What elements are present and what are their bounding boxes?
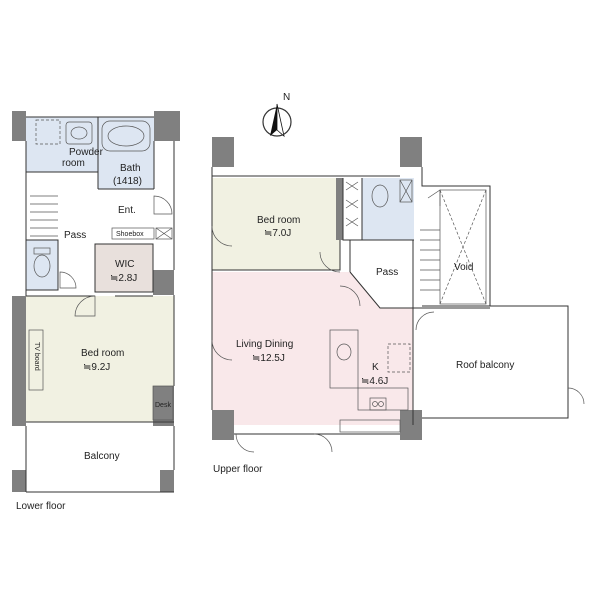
powder-room-area: [26, 117, 98, 172]
wall-upper-bl: [212, 410, 234, 440]
upper-floor-caption: Upper floor: [213, 464, 263, 475]
wall-corner-tl: [12, 111, 26, 141]
wall-left-lower: [12, 296, 26, 426]
stove-icon: [369, 397, 387, 411]
lower-stair-icon: [30, 195, 58, 237]
lower-floor-caption: Lower floor: [16, 501, 66, 512]
upper-bath-area: [362, 178, 414, 240]
bathtub-icon: [101, 120, 151, 152]
desk-label: Desk: [155, 402, 171, 409]
tv-board-icon: [28, 329, 44, 391]
kitchen-island-icon: [329, 329, 359, 389]
wall-right-lower: [153, 386, 174, 426]
wall-corner-br: [160, 470, 174, 492]
upper-toilet-icon: [371, 184, 389, 208]
balcony-label: Balcony: [84, 451, 120, 462]
bath-area: [98, 117, 154, 189]
desk-icon: [152, 385, 174, 421]
compass-north-label: N: [283, 92, 290, 103]
tv-board-label: TV board: [33, 342, 40, 371]
fridge-icon: [387, 343, 411, 373]
bedroom-lower-size-label: ≒9.2J: [83, 362, 110, 373]
wall-upper-tr: [400, 137, 422, 167]
wic-size-label: ≒2.8J: [110, 273, 137, 284]
sink-icon: [336, 343, 352, 361]
upper-floor: Bed room ≒7.0J Pass Void Living Dining ≒…: [211, 137, 585, 475]
bedroom-lower-label: Bed room: [81, 348, 124, 359]
powder-room-label: Powder: [69, 147, 104, 158]
shoebox-label: Shoebox: [116, 231, 144, 238]
bedroom-upper-label: Bed room: [257, 215, 300, 226]
entrance-label: Ent.: [118, 205, 136, 216]
wall-corner-bl: [12, 470, 26, 492]
bedroom-upper-size-label: ≒7.0J: [264, 228, 291, 239]
wic-area: [95, 244, 153, 292]
toilet-icon: [33, 254, 51, 278]
shower-icon: [35, 119, 61, 145]
living-dining-size-label: ≒12.5J: [252, 353, 285, 364]
wall-corner-tr: [154, 111, 180, 141]
toilet-area: [26, 240, 58, 290]
roof-balcony-label: Roof balcony: [456, 360, 514, 371]
powder-room-label-2: room: [62, 158, 85, 169]
void-label: Void: [454, 262, 473, 273]
pass-lower-label: Pass: [64, 230, 86, 241]
living-dining-label: Living Dining: [236, 339, 293, 350]
closet-hatch-icon: [345, 181, 359, 227]
upper-stair-icon: [420, 229, 440, 291]
door-swing-icon: [153, 195, 173, 215]
living-dining-area: [212, 272, 413, 425]
washbasin-icon: [65, 121, 93, 145]
wall-upper-br: [400, 410, 422, 440]
wall-column-mid: [153, 270, 174, 295]
void-cross-icon: [439, 189, 487, 305]
bedroom-lower-area: [26, 296, 174, 422]
kitchen-label: K: [372, 362, 379, 373]
compass: N: [262, 92, 292, 138]
void-area: [439, 189, 487, 305]
wall-upper-tl: [212, 137, 234, 167]
bath-size-label: (1418): [113, 176, 142, 187]
bath-label: Bath: [120, 163, 141, 174]
wic-label: WIC: [115, 259, 134, 270]
pass-upper-label: Pass: [376, 267, 398, 278]
bedroom-upper-area: [212, 178, 340, 270]
lower-floor: Powder room Bath (1418) Ent. Shoebox Pas…: [12, 111, 180, 512]
shoebox-icon: [111, 227, 155, 240]
kitchen-size-label: ≒4.6J: [361, 376, 388, 387]
compass-arrow-icon: [270, 104, 277, 136]
